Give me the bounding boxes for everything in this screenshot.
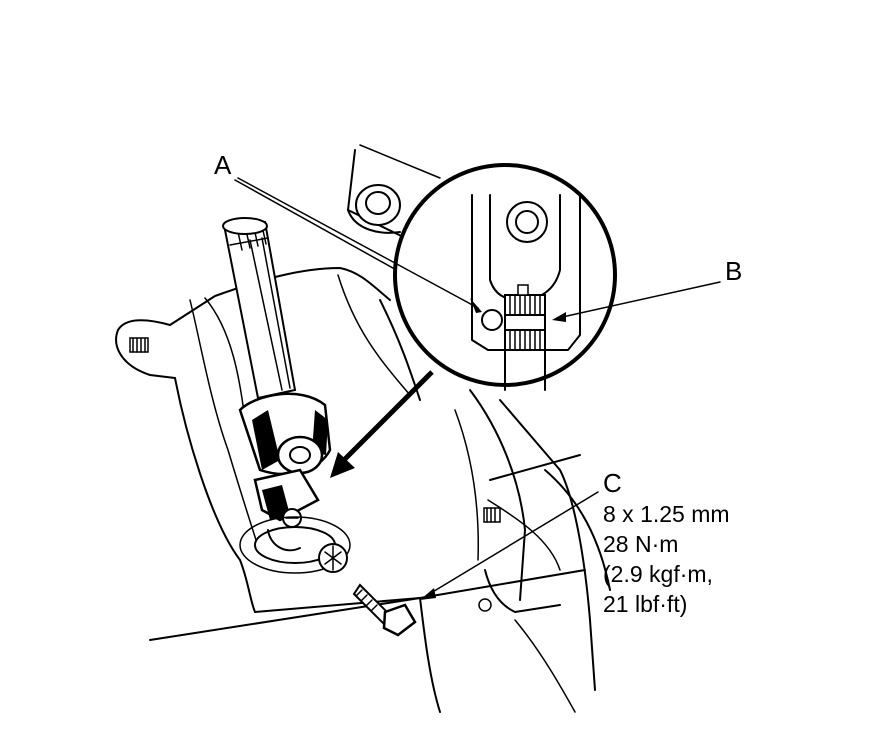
detail-arrow-icon	[330, 370, 434, 478]
leader-lines	[237, 177, 721, 600]
stud-right-icon	[483, 507, 501, 523]
torque-nm-label: 28 N·m	[603, 531, 678, 557]
torque-lbfft-label: 21 lbf·ft)	[603, 591, 687, 617]
detail-view	[393, 163, 617, 391]
callout-c-label: C	[603, 468, 622, 498]
universal-joint	[238, 392, 351, 574]
bolt-c-icon	[318, 543, 417, 637]
stud-left-icon	[129, 337, 149, 353]
callout-b-label: B	[725, 256, 742, 286]
callout-a-label: A	[214, 150, 232, 180]
body-structure	[115, 144, 611, 713]
grommet-icon	[355, 184, 401, 226]
torque-kgfm-label: (2.9 kgf·m,	[603, 561, 713, 587]
steering-shaft	[222, 217, 297, 400]
bolt-size-label: 8 x 1.25 mm	[603, 501, 730, 527]
